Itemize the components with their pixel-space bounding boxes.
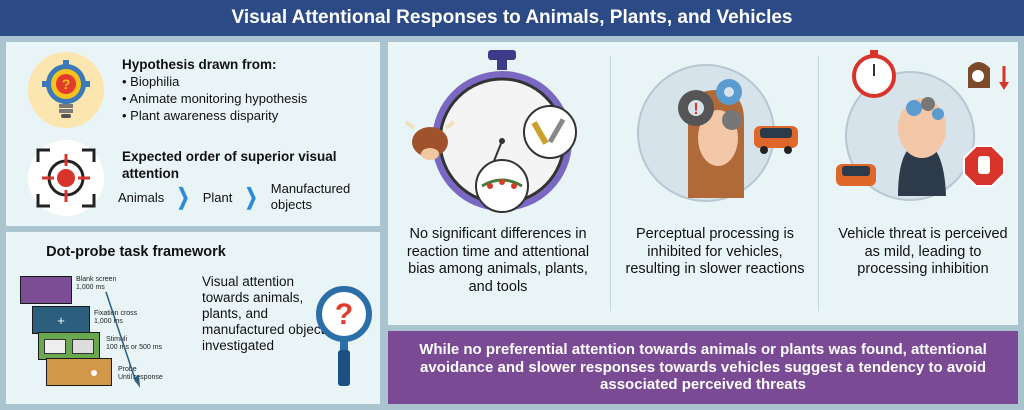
conclusion-banner: While no preferential attention towards … — [388, 331, 1018, 404]
finding-3-text: Vehicle threat is perceived as mild, lea… — [838, 226, 1008, 277]
expected-order-flow: Animals ❯ Plant ❯ Manufactured objects — [118, 181, 351, 213]
hypothesis-item: • Plant awareness disparity — [122, 108, 279, 123]
hypothesis-text: Hypothesis drawn from: • Biophilia • Ani… — [122, 56, 372, 124]
timeline-arrow-icon — [105, 291, 140, 388]
svg-text:?: ? — [335, 298, 353, 331]
probe-dot — [91, 370, 97, 376]
finding-2-text: Perceptual processing is inhibited for v… — [625, 226, 805, 277]
findings-panel: No significant differences in reaction t… — [388, 42, 1018, 325]
dot-probe-description: Visual attention towards animals, plants… — [202, 274, 332, 353]
expected-order-heading: Expected order of superior visual attent… — [122, 149, 337, 181]
hypothesis-item: • Animate monitoring hypothesis — [122, 91, 308, 106]
target-icon — [28, 140, 104, 216]
finding-1-text: No significant differences in reaction t… — [406, 226, 590, 295]
probe-card — [46, 358, 112, 386]
order-step-plant: Plant — [202, 189, 233, 205]
stimulus-image — [44, 339, 66, 354]
hypothesis-item: • Biophilia — [122, 74, 180, 89]
threat-perception-icon — [836, 50, 1009, 201]
stopwatch-categories-icon — [404, 50, 577, 213]
lightbulb-gear-icon: ? — [28, 52, 104, 128]
hypothesis-panel: ? Hypothesis drawn from: • Biophilia • A… — [6, 42, 380, 226]
chevron-right-icon: ❯ — [245, 184, 258, 209]
page-title: Visual Attentional Responses to Animals,… — [0, 0, 1024, 36]
order-step-animals: Animals — [118, 189, 165, 205]
dot-probe-title: Dot-probe task framework — [46, 244, 226, 260]
blank-screen-card — [20, 276, 72, 304]
stimulus-image — [72, 339, 94, 354]
magnifier-question-icon: ? — [316, 286, 372, 386]
stimuli-card — [38, 332, 100, 360]
head-gears-vehicle-icon: ! — [637, 64, 798, 202]
divider — [610, 56, 611, 311]
svg-text:?: ? — [62, 76, 71, 92]
chevron-right-icon: ❯ — [177, 184, 190, 209]
order-step-manufactured: Manufactured objects — [270, 181, 351, 212]
svg-text:!: ! — [693, 101, 698, 118]
divider — [818, 56, 819, 311]
hypothesis-heading: Hypothesis drawn from: — [122, 57, 277, 72]
